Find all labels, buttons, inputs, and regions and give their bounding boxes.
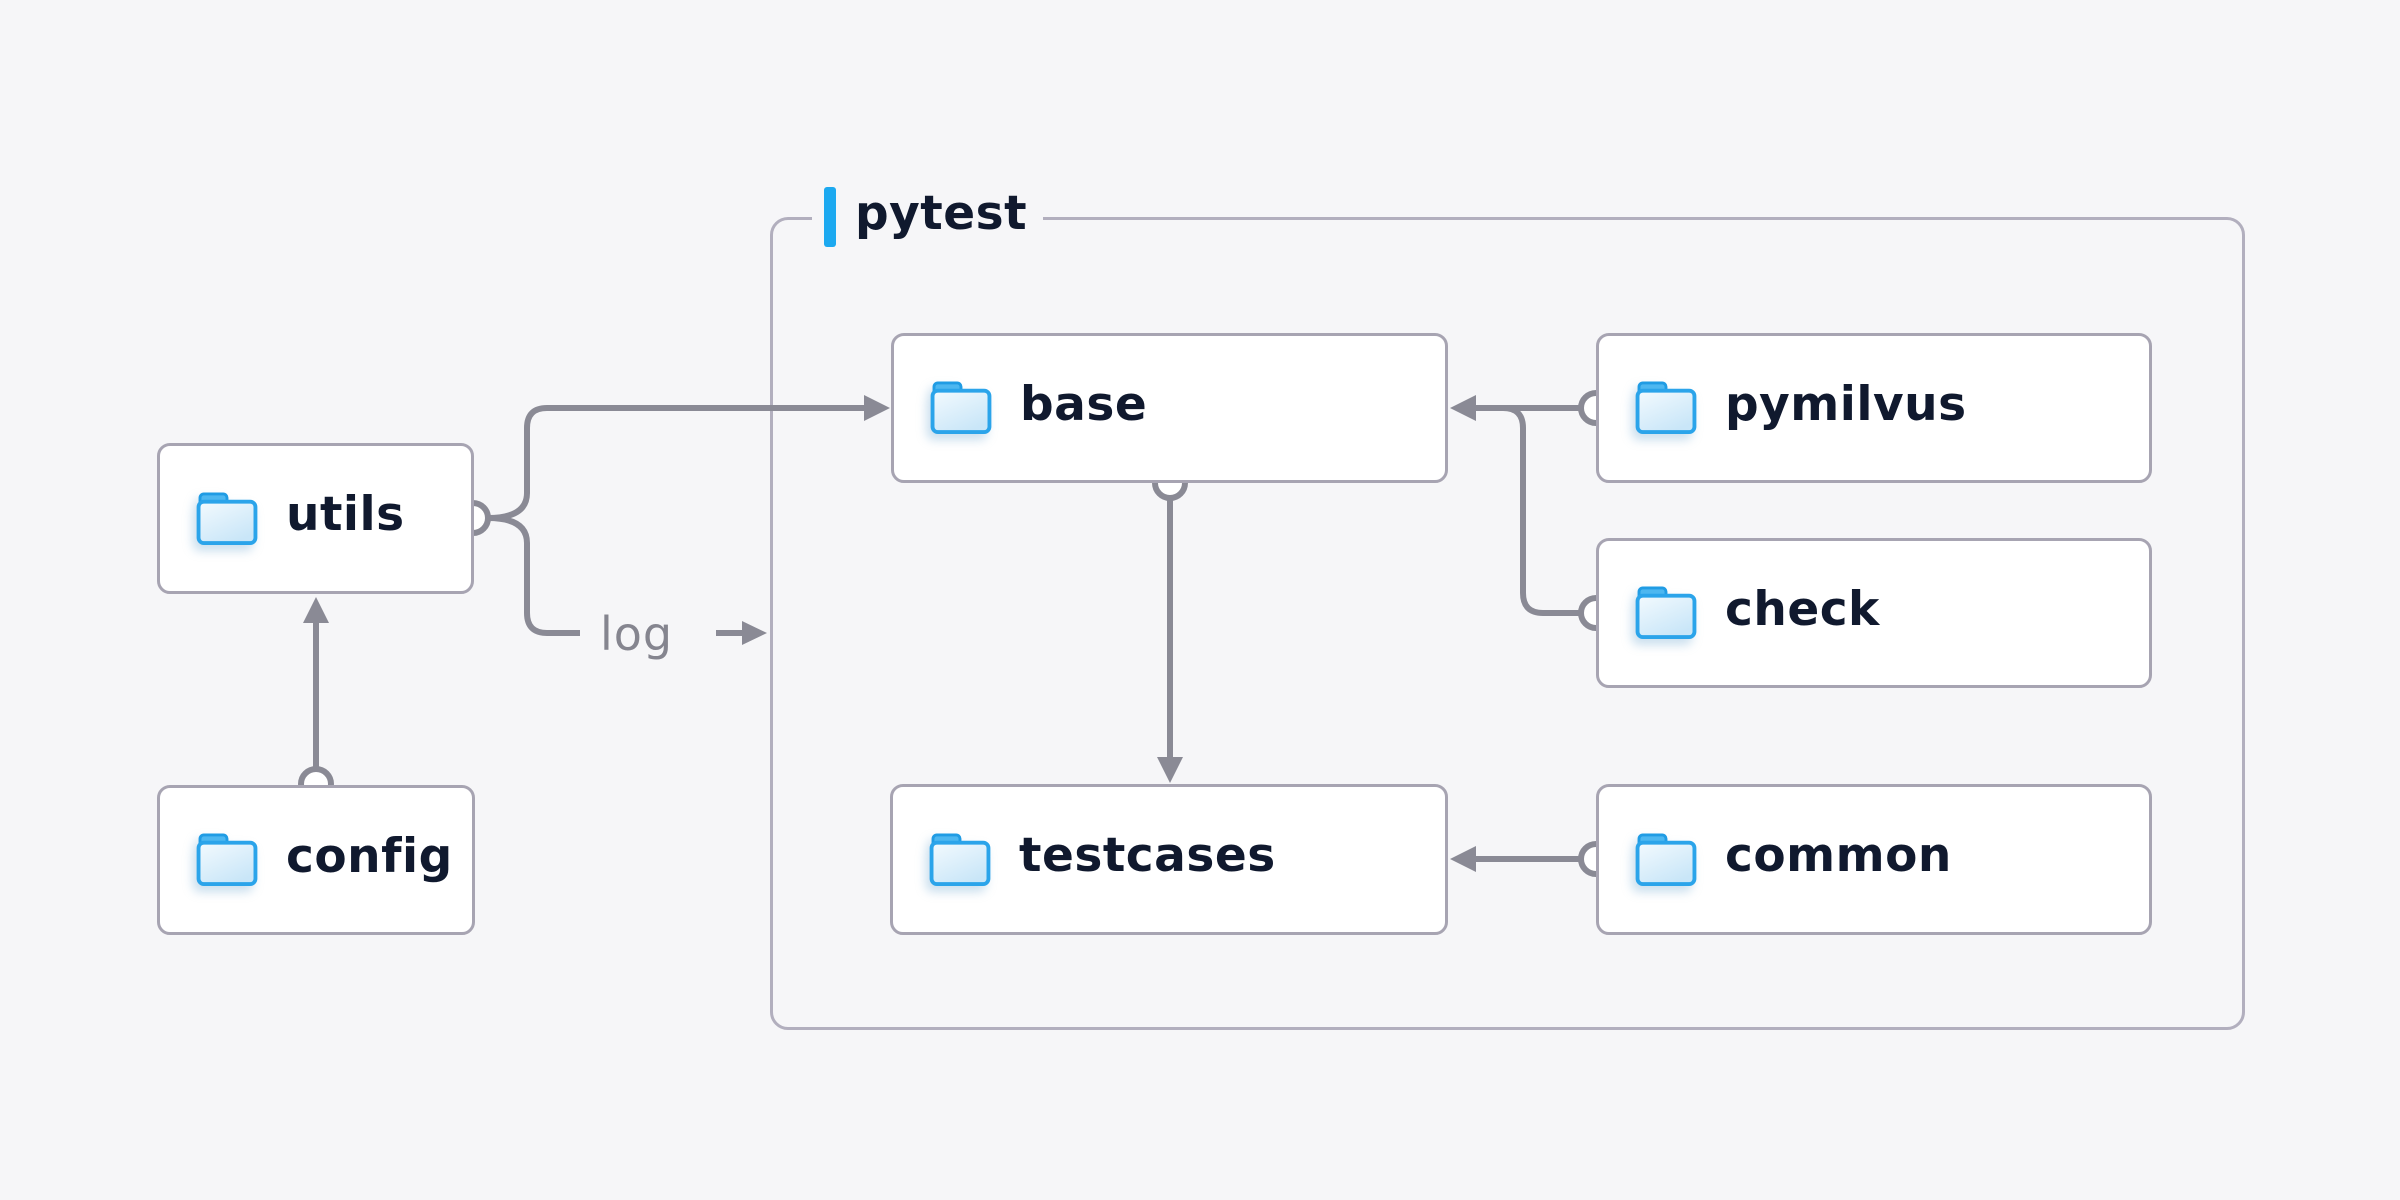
node-label: config: [286, 828, 453, 884]
node-label: pymilvus: [1725, 376, 1967, 432]
folder-icon: [1635, 832, 1697, 886]
folder-icon: [1635, 586, 1697, 640]
edge-utils-to-log: [487, 515, 580, 636]
node-label: common: [1725, 828, 1952, 883]
node-utils: utils: [157, 443, 474, 594]
node-testcases: testcases: [890, 784, 1448, 935]
folder-icon: [930, 381, 992, 435]
pytest-group-container: [770, 217, 2245, 1030]
folder-icon: [1635, 381, 1697, 435]
edge-label-log: log: [600, 607, 674, 661]
folder-icon: [196, 491, 258, 545]
arrowhead-log: [742, 621, 767, 645]
node-config: config: [157, 785, 475, 935]
folder-icon: [196, 833, 258, 887]
arrowhead-into-utils-bottom: [303, 597, 329, 623]
node-label: utils: [286, 487, 405, 542]
node-label: testcases: [1019, 828, 1276, 883]
node-base: base: [891, 333, 1448, 483]
pytest-group-title: pytest: [855, 186, 1028, 241]
node-label: check: [1725, 581, 1880, 637]
accent-bar-icon: [824, 187, 836, 247]
folder-icon: [929, 832, 991, 886]
node-check: check: [1596, 538, 2152, 688]
pytest-group-label: pytest: [812, 185, 1044, 249]
node-label: base: [1020, 376, 1148, 432]
node-common: common: [1596, 784, 2152, 935]
node-pymilvus: pymilvus: [1596, 333, 2152, 483]
